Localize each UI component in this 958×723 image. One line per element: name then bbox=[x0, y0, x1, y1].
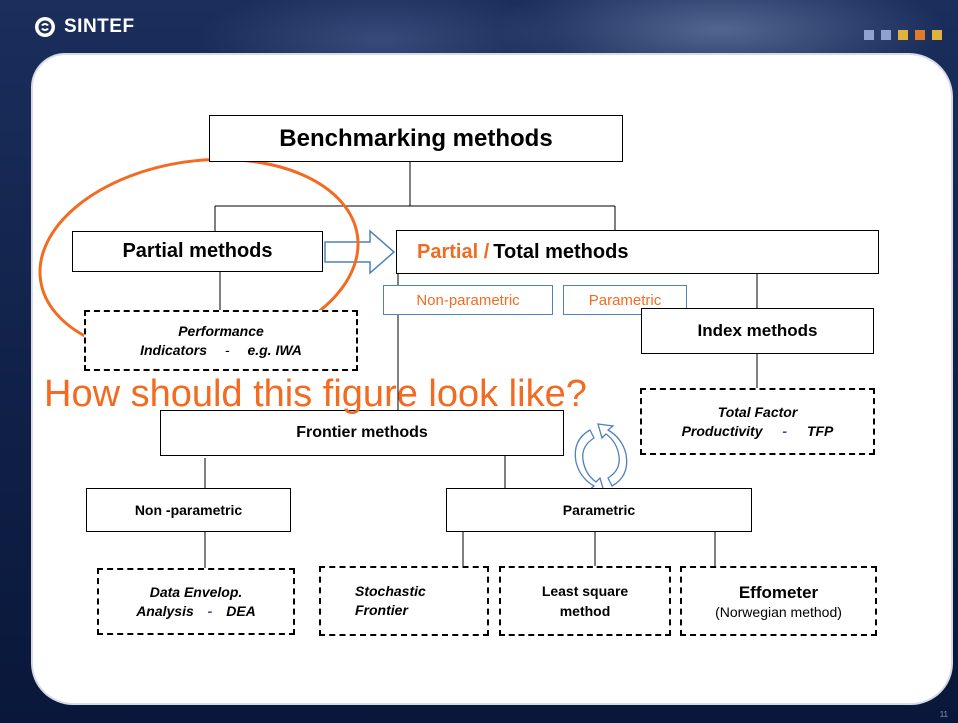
square-4 bbox=[915, 30, 925, 40]
root-node: Benchmarking methods bbox=[209, 115, 623, 162]
square-5 bbox=[932, 30, 942, 40]
stochastic-frontier-node: Stochastic Frontier bbox=[319, 566, 489, 636]
performance-line2b: e.g. IWA bbox=[247, 341, 302, 358]
decorative-squares bbox=[864, 30, 942, 40]
frontier-methods-label: Frontier methods bbox=[296, 424, 428, 441]
dea-line1: Data Envelop. bbox=[149, 583, 243, 600]
frontier-methods-node: Frontier methods bbox=[160, 410, 564, 456]
stochastic-line1: Stochastic bbox=[355, 583, 426, 599]
non-parametric-node: Non -parametric bbox=[86, 488, 291, 532]
performance-dash: - bbox=[224, 341, 230, 358]
dea-dash: - bbox=[207, 602, 213, 619]
overlay-question: How should this figure look like? bbox=[44, 373, 587, 415]
performance-line2-wrap: Indicators - e.g. IWA bbox=[140, 341, 302, 360]
tfp-line1: Total Factor bbox=[717, 403, 798, 420]
cycle-arrows-icon bbox=[574, 423, 628, 493]
sintef-logo-icon bbox=[35, 17, 55, 37]
tfp-line2-wrap: Productivity - TFP bbox=[682, 422, 834, 441]
effometer-line1: Effometer bbox=[738, 583, 819, 602]
brand-logo: SINTEF bbox=[34, 14, 135, 40]
dea-line2-wrap: Analysis - DEA bbox=[136, 602, 256, 621]
dea-line2b: DEA bbox=[226, 602, 256, 619]
dea-node: Data Envelop. Analysis - DEA bbox=[97, 568, 295, 635]
performance-line1: Performance bbox=[178, 322, 264, 339]
square-3 bbox=[898, 30, 908, 40]
right-arrow-icon bbox=[324, 229, 396, 275]
partial-methods-node: Partial methods bbox=[72, 231, 323, 272]
non-parametric-tag-label: Non-parametric bbox=[416, 291, 520, 309]
tfp-line2b: TFP bbox=[806, 422, 834, 439]
index-methods-node: Index methods bbox=[641, 308, 874, 354]
square-1 bbox=[864, 30, 874, 40]
total-methods-node: Partial / Total methods bbox=[396, 230, 879, 274]
effometer-node: Effometer (Norwegian method) bbox=[680, 566, 877, 636]
partial-methods-label: Partial methods bbox=[122, 240, 273, 262]
total-methods-label: Total methods bbox=[493, 240, 629, 263]
performance-indicators-node: Performance Indicators - e.g. IWA bbox=[84, 310, 358, 371]
partial-slash-label: Partial / bbox=[417, 240, 490, 263]
tfp-line2: Productivity bbox=[681, 422, 763, 439]
index-methods-label: Index methods bbox=[697, 321, 818, 340]
least-line2: method bbox=[559, 603, 611, 619]
non-parametric-tag: Non-parametric bbox=[383, 285, 553, 315]
tfp-dash: - bbox=[782, 422, 788, 439]
parametric-node: Parametric bbox=[446, 488, 752, 532]
stochastic-line2: Frontier bbox=[355, 602, 408, 618]
tfp-node: Total Factor Productivity - TFP bbox=[640, 388, 875, 455]
dea-line2: Analysis bbox=[136, 602, 194, 619]
slide-number: 11 bbox=[939, 710, 948, 719]
parametric-tag-label: Parametric bbox=[588, 291, 662, 309]
root-label: Benchmarking methods bbox=[279, 124, 553, 152]
brand-name: SINTEF bbox=[64, 16, 135, 37]
least-line1: Least square bbox=[541, 583, 629, 599]
effometer-line2: (Norwegian method) bbox=[715, 604, 842, 620]
square-2 bbox=[881, 30, 891, 40]
parametric-label: Parametric bbox=[562, 502, 636, 518]
least-square-node: Least square method bbox=[499, 566, 671, 636]
performance-line2: Indicators bbox=[140, 341, 207, 358]
non-parametric-label: Non -parametric bbox=[134, 502, 243, 518]
